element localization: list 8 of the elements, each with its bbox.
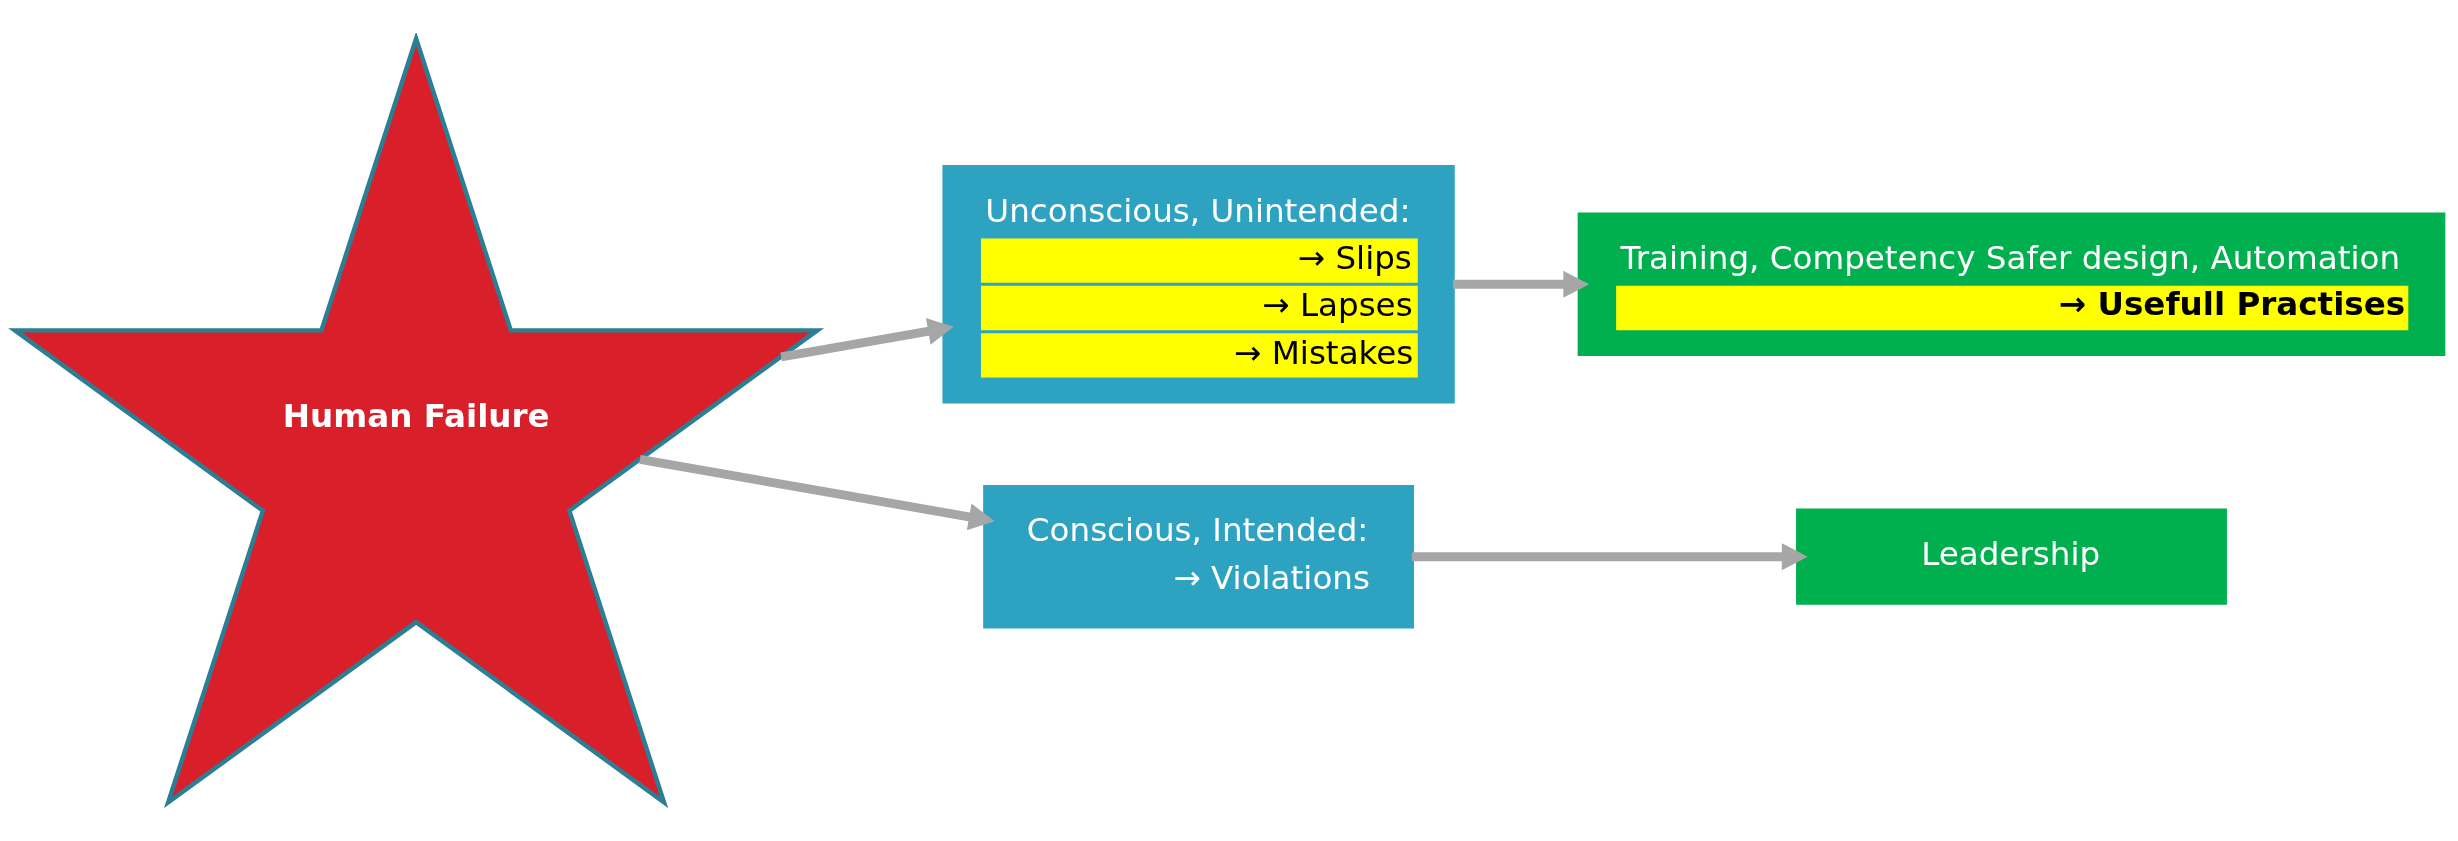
node-box: Unconscious, Unintended: → Slips → Lapses → Mistakes [942,165,1455,404]
arrow [1411,543,1808,571]
arrow [1453,270,1590,298]
node-box: Conscious, Intended: → Violations [983,484,1415,629]
arrow [639,455,995,531]
node-box: Training, Competency Safer design, Automation → Usefull Practises [1577,212,2446,357]
node-box: Leadership [1796,508,2227,605]
arrow [780,317,954,362]
